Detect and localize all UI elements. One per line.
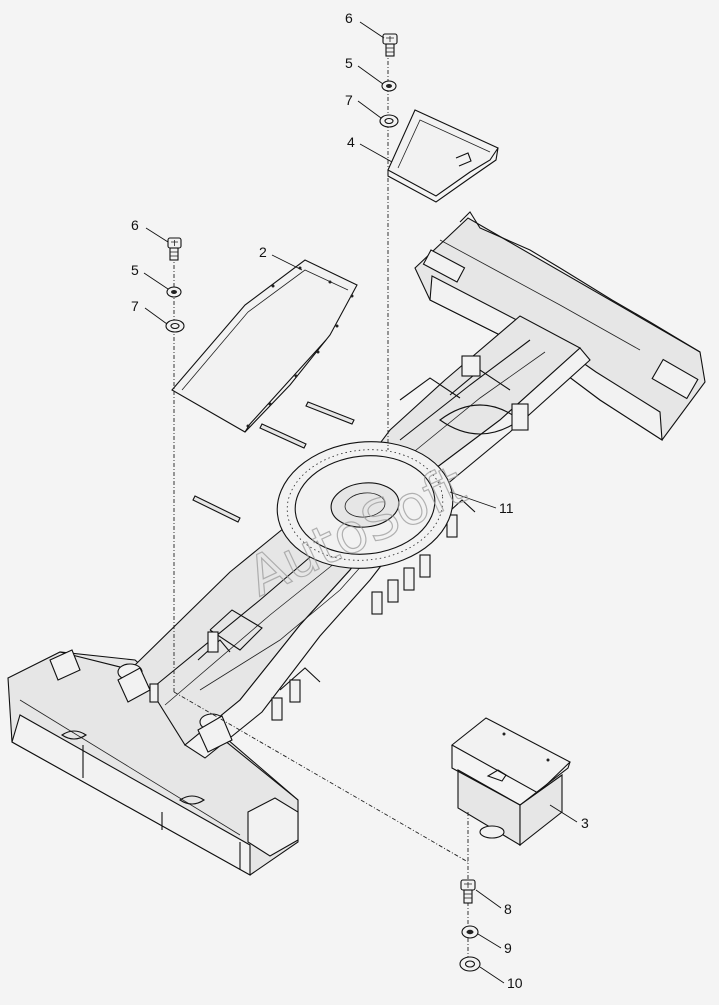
fastener-stack-box-3 [459, 879, 481, 972]
callout-10: 10 [507, 975, 523, 991]
lock-washer-5-lower-icon [166, 286, 182, 298]
callout-7-upper: 7 [345, 92, 353, 108]
lock-washer-5-upper-icon [381, 80, 397, 92]
flat-washer-7-lower-icon [165, 319, 185, 333]
callout-5-lower: 5 [131, 262, 139, 278]
bolt-6-upper-icon [382, 33, 398, 57]
callout-2: 2 [259, 244, 267, 260]
counterweight-box-part-3 [451, 717, 571, 847]
callout-11: 11 [499, 500, 514, 516]
swing-bearing-ring [276, 441, 454, 569]
cover-plate-part-2 [171, 259, 358, 523]
flat-washer-10-icon [459, 956, 481, 972]
bolt-6-lower-icon [167, 237, 182, 261]
lock-washer-9-icon [461, 925, 479, 939]
callout-labels: 6 5 7 4 6 2 5 7 11 3 8 9 10 [131, 10, 589, 991]
callout-5-upper: 5 [345, 55, 353, 71]
callout-4: 4 [347, 134, 355, 150]
fastener-stack-plate-2 [165, 237, 185, 333]
callout-8: 8 [504, 901, 512, 917]
callout-7-lower: 7 [131, 298, 139, 314]
callout-3: 3 [581, 815, 589, 831]
frame-lugs [149, 355, 529, 721]
callout-6-upper: 6 [345, 10, 353, 26]
callout-9: 9 [504, 940, 512, 956]
bolt-8-icon [460, 879, 476, 904]
cover-plate-part-4 [387, 109, 499, 203]
callout-6-lower: 6 [131, 217, 139, 233]
fastener-stack-plate-4 [379, 33, 399, 128]
undercarriage-frame-part-11 [7, 211, 706, 876]
flat-washer-7-upper-icon [379, 114, 399, 128]
leader-lines [143, 21, 578, 984]
